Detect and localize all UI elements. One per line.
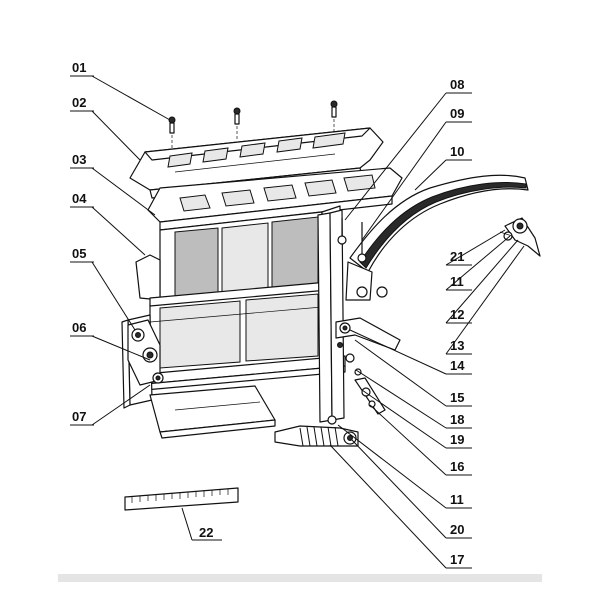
callout-19: 19 — [450, 432, 464, 447]
callout-05: 05 — [72, 246, 86, 261]
callout-10: 10 — [450, 144, 464, 159]
spring-rod-17-20 — [274, 415, 359, 447]
callout-labels: 01 02 03 04 05 06 07 08 09 10 21 11 12 1… — [70, 60, 472, 569]
callout-22: 22 — [199, 525, 213, 540]
right-mechanism-21-11-12-13 — [499, 217, 541, 257]
window-frame-03 — [147, 167, 403, 231]
callout-02: 02 — [72, 95, 86, 110]
callout-06: 06 — [72, 320, 86, 335]
callout-07: 07 — [72, 409, 86, 424]
callout-11-bottom: 11 — [450, 492, 464, 507]
strip-part-22 — [124, 487, 239, 511]
curved-arm-10 — [337, 174, 529, 301]
callout-03: 03 — [72, 152, 86, 167]
callout-16: 16 — [450, 459, 464, 474]
callout-18: 18 — [450, 412, 464, 427]
callout-13: 13 — [450, 338, 464, 353]
callout-17: 17 — [450, 552, 464, 567]
hinge-bracket-05-06 — [127, 319, 164, 386]
leader-lines — [91, 75, 525, 569]
screw-01-group — [168, 100, 338, 150]
callout-20: 20 — [450, 522, 464, 537]
callout-21: 21 — [450, 249, 464, 264]
callout-14: 14 — [450, 358, 465, 373]
callout-01: 01 — [72, 60, 86, 75]
callout-12: 12 — [450, 307, 464, 322]
housing-body-04 — [121, 205, 346, 439]
callout-09: 09 — [450, 106, 464, 121]
callout-15: 15 — [450, 390, 464, 405]
assembly-drawing — [121, 100, 541, 511]
bottom-scroll-strip — [58, 574, 542, 582]
callout-08: 08 — [450, 77, 464, 92]
callout-04: 04 — [72, 191, 87, 206]
callout-11-top: 11 — [450, 274, 464, 289]
